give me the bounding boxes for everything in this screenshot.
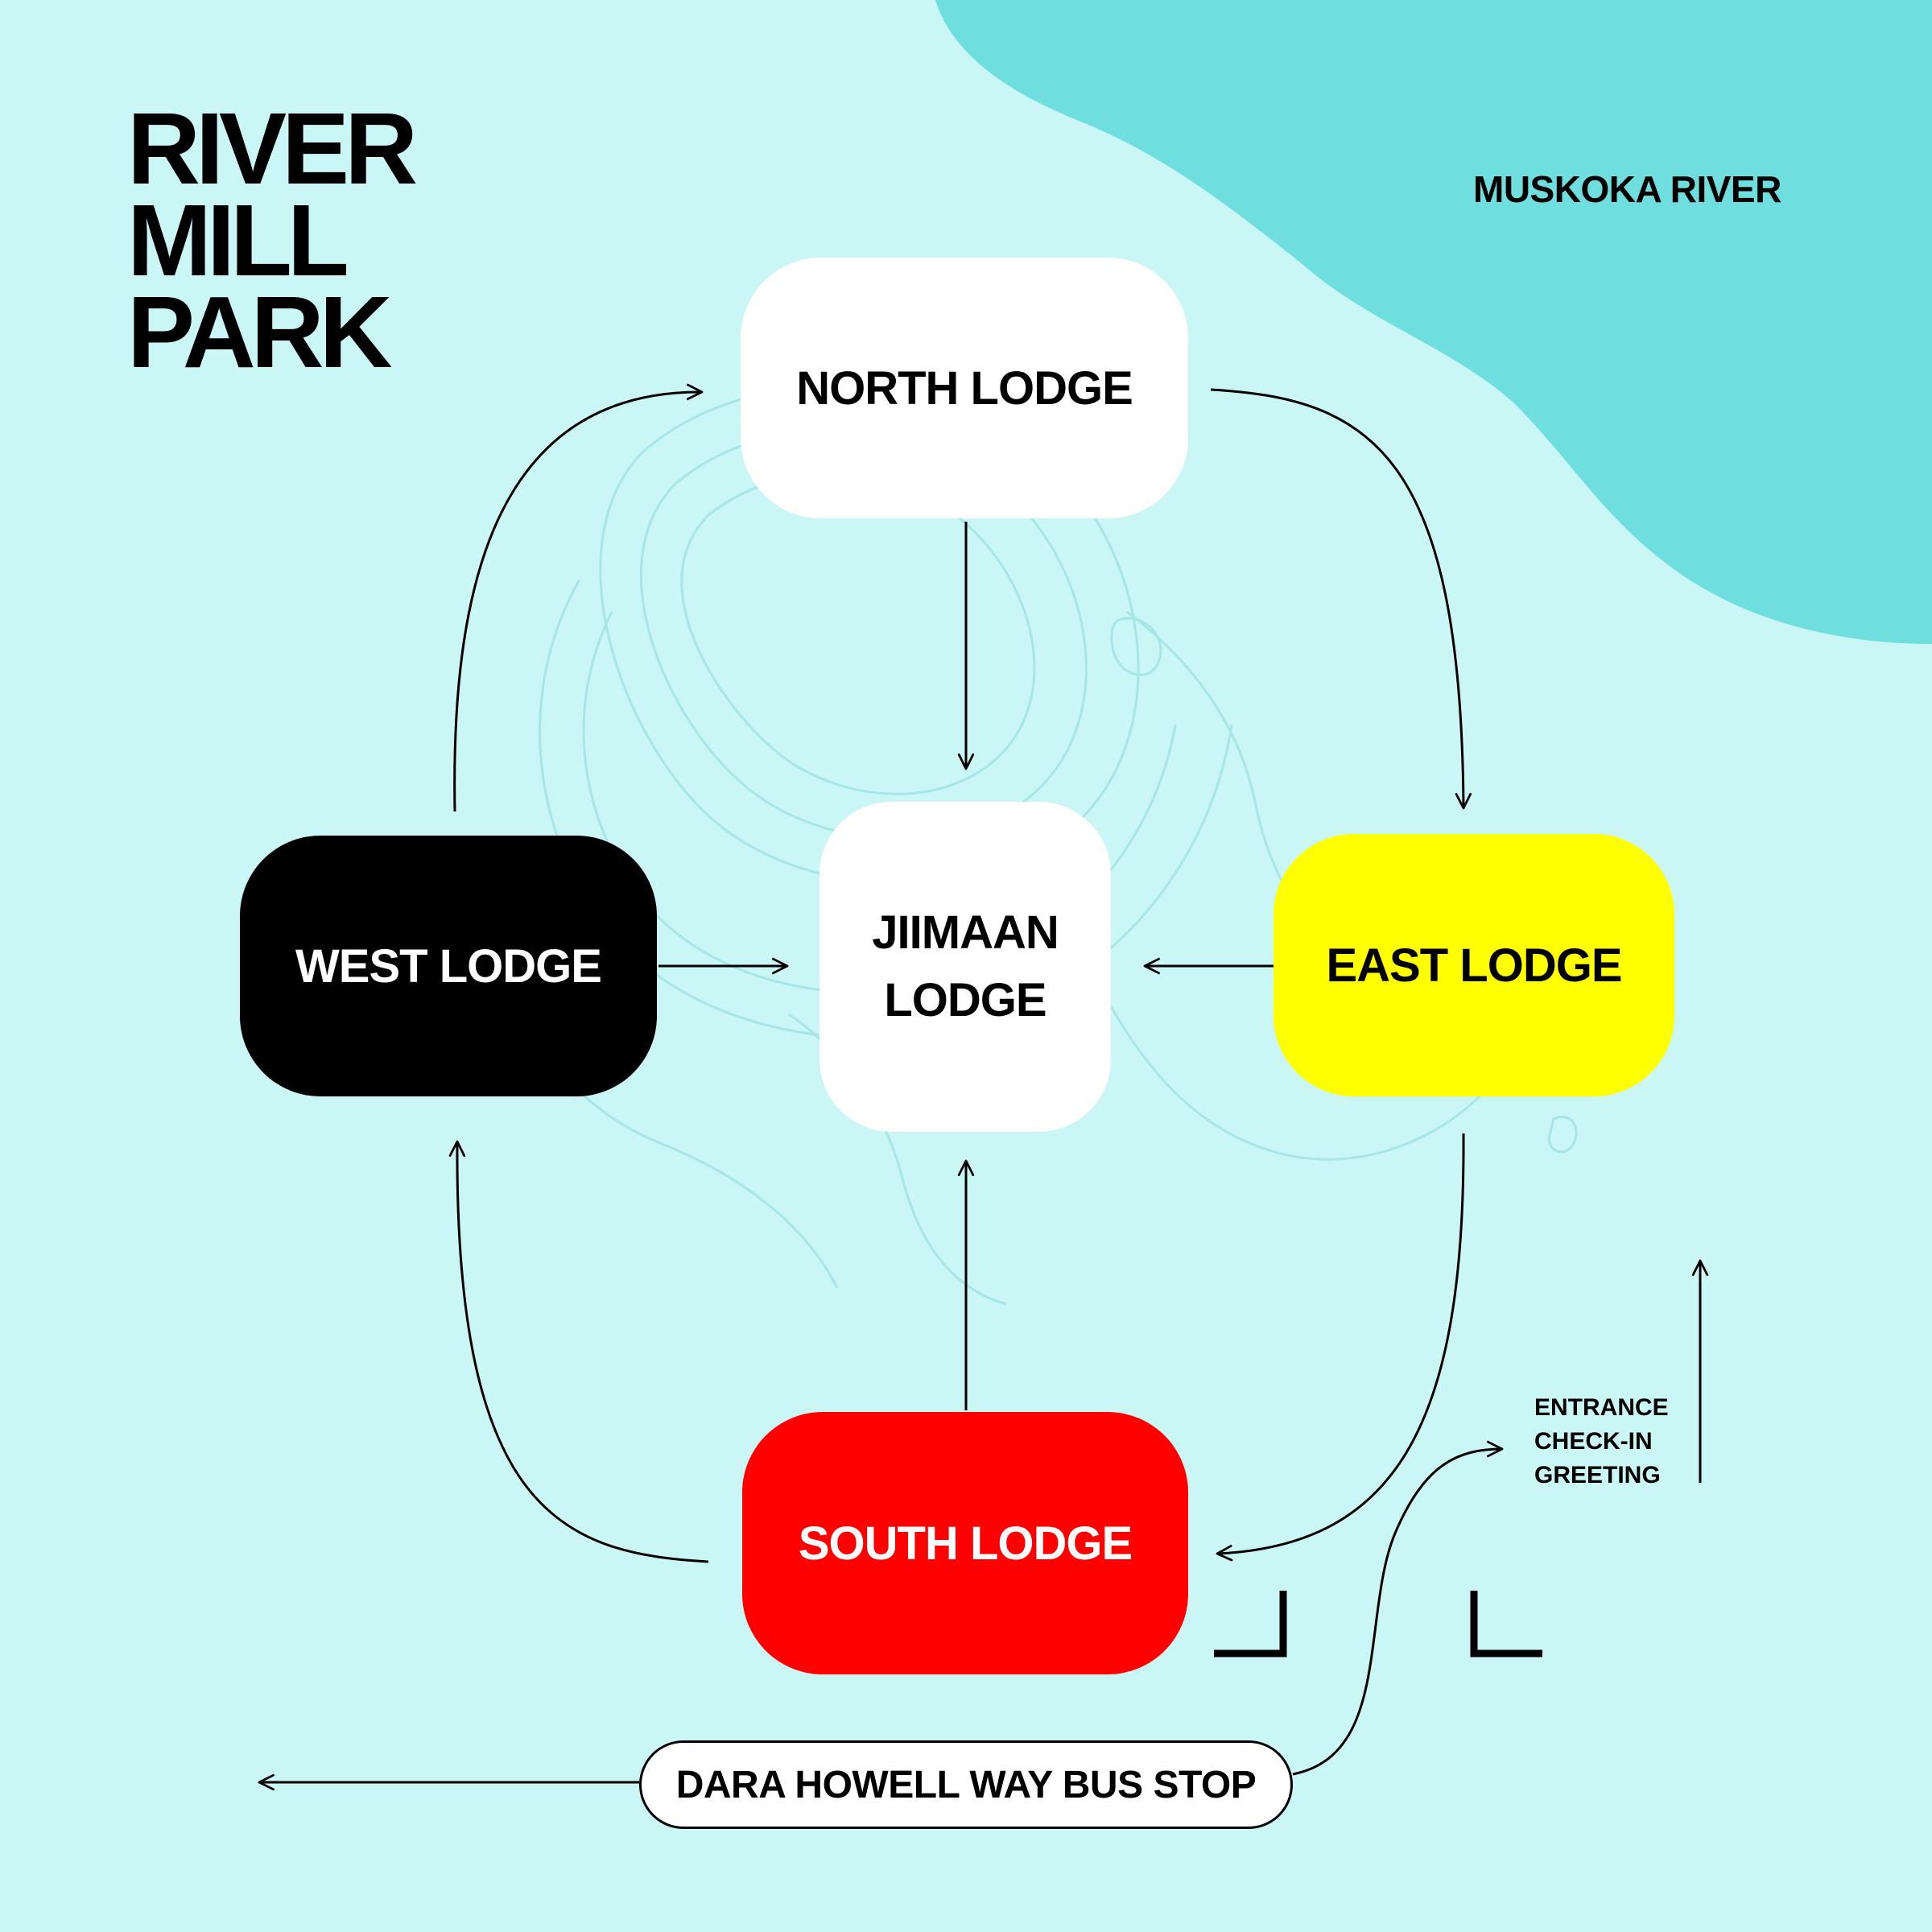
entrance-label: ENTRANCE CHECK-IN GREETING (1534, 1394, 1669, 1488)
west-lodge-label: WEST LODGE (295, 939, 602, 993)
bus-stop-box[interactable]: DARA HOWELL WAY BUS STOP (639, 1740, 1293, 1829)
east-lodge-label: EAST LODGE (1326, 939, 1622, 992)
jiimaan-lodge-label: JIIMAAN LODGE (872, 906, 1059, 1026)
south-lodge-box[interactable]: SOUTH LODGE (742, 1412, 1188, 1674)
north-lodge-label: NORTH LODGE (796, 361, 1133, 415)
muskoka-river-water (935, 0, 1932, 644)
east-lodge-box[interactable]: EAST LODGE (1274, 834, 1674, 1096)
bus-stop-label: DARA HOWELL WAY BUS STOP (675, 1763, 1257, 1806)
west-lodge-box[interactable]: WEST LODGE (240, 836, 657, 1096)
south-lodge-label: SOUTH LODGE (798, 1517, 1133, 1570)
park-title: RIVER MILL PARK (127, 92, 418, 389)
river-label: MUSKOKA RIVER (1473, 168, 1781, 210)
jiimaan-lodge-box[interactable]: JIIMAAN LODGE (819, 802, 1111, 1132)
north-lodge-box[interactable]: NORTH LODGE (741, 258, 1188, 518)
